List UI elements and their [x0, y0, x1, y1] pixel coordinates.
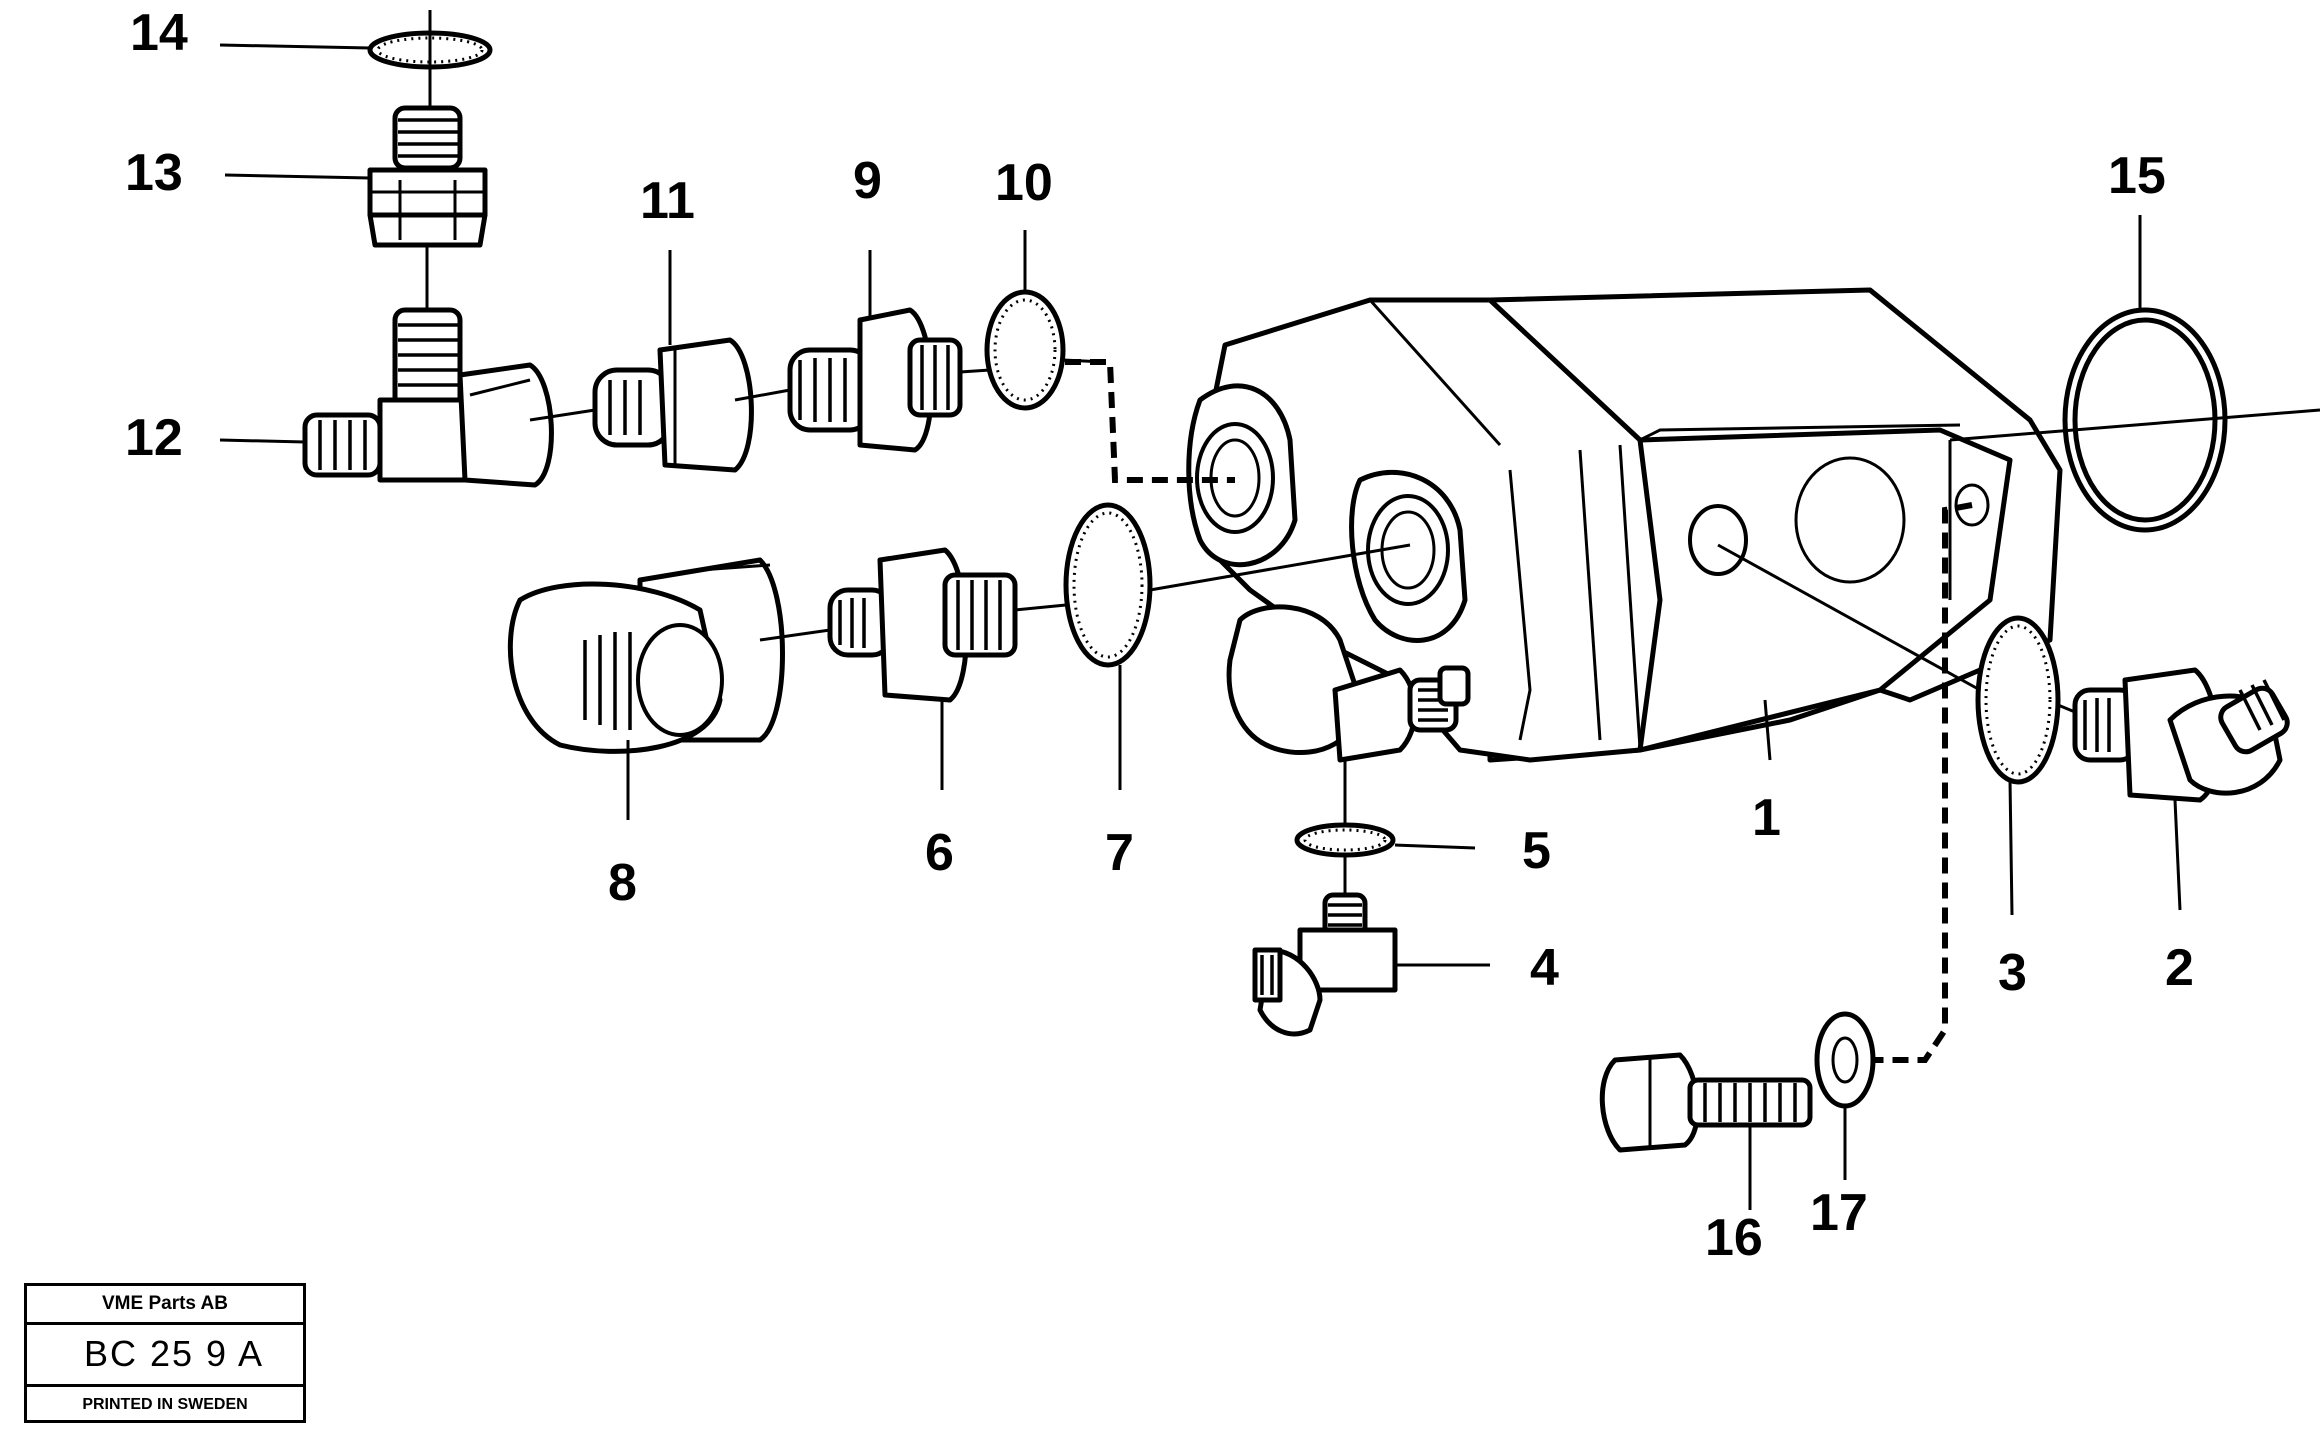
axis-line: [1949, 408, 2320, 442]
callout-leaders: [219, 43, 2182, 1210]
callout-8: 8: [608, 854, 637, 912]
callout-11: 11: [640, 172, 695, 230]
callout-1: 1: [1752, 789, 1781, 847]
title-block-code: BC 25 9 A: [27, 1324, 303, 1387]
part-10-sealing-ring: [984, 289, 1066, 411]
part-17-washer: [1814, 1011, 1876, 1109]
part-13-adapter-nut: [367, 105, 488, 248]
callout-16: 16: [1705, 1209, 1763, 1267]
callout-5: 5: [1522, 822, 1551, 880]
callout-7: 7: [1105, 824, 1134, 882]
hidden-path-lines: [1065, 359, 1973, 1063]
part-12-tee-fitting: [302, 307, 554, 488]
part-16-bolt: [1599, 1052, 1813, 1153]
title-block-printed: PRINTED IN SWEDEN: [82, 1396, 248, 1413]
part-4-elbow-nipple: [1252, 892, 1398, 1037]
pump-housing: [1186, 287, 2063, 763]
callout-14: 14: [130, 4, 188, 62]
callout-17: 17: [1810, 1184, 1868, 1242]
callout-4: 4: [1530, 939, 1559, 997]
callout-3: 3: [1998, 944, 2027, 1002]
part-15-o-ring: [2062, 307, 2228, 533]
callout-13: 13: [125, 144, 183, 202]
part-5-sealing-ring: [1294, 822, 1396, 858]
title-block: VME Parts AB BC 25 9 A PRINTED IN SWEDEN: [24, 1283, 306, 1423]
callout-12: 12: [125, 409, 183, 467]
part-11-union-nut: [592, 337, 754, 473]
assembly-lines: [425, 10, 2076, 895]
part-2-elbow-union: [2072, 667, 2290, 803]
callout-6: 6: [925, 824, 954, 882]
title-block-company: VME Parts AB: [27, 1286, 303, 1325]
part-9-adapter: [787, 307, 963, 453]
part-3-sealing-ring: [1975, 615, 2061, 785]
part-6-adapter: [827, 547, 1018, 703]
callout-2: 2: [2165, 939, 2194, 997]
callout-10: 10: [995, 154, 1053, 212]
callout-15: 15: [2108, 147, 2166, 205]
part-7-sealing-ring: [1063, 502, 1153, 668]
callout-labels: 14 13 12 11 9 10 15 8 6 7 5 4 1 3 2 16 1…: [125, 4, 2194, 1267]
part-8-elbow-fitting: [507, 557, 785, 754]
callout-9: 9: [853, 152, 882, 210]
